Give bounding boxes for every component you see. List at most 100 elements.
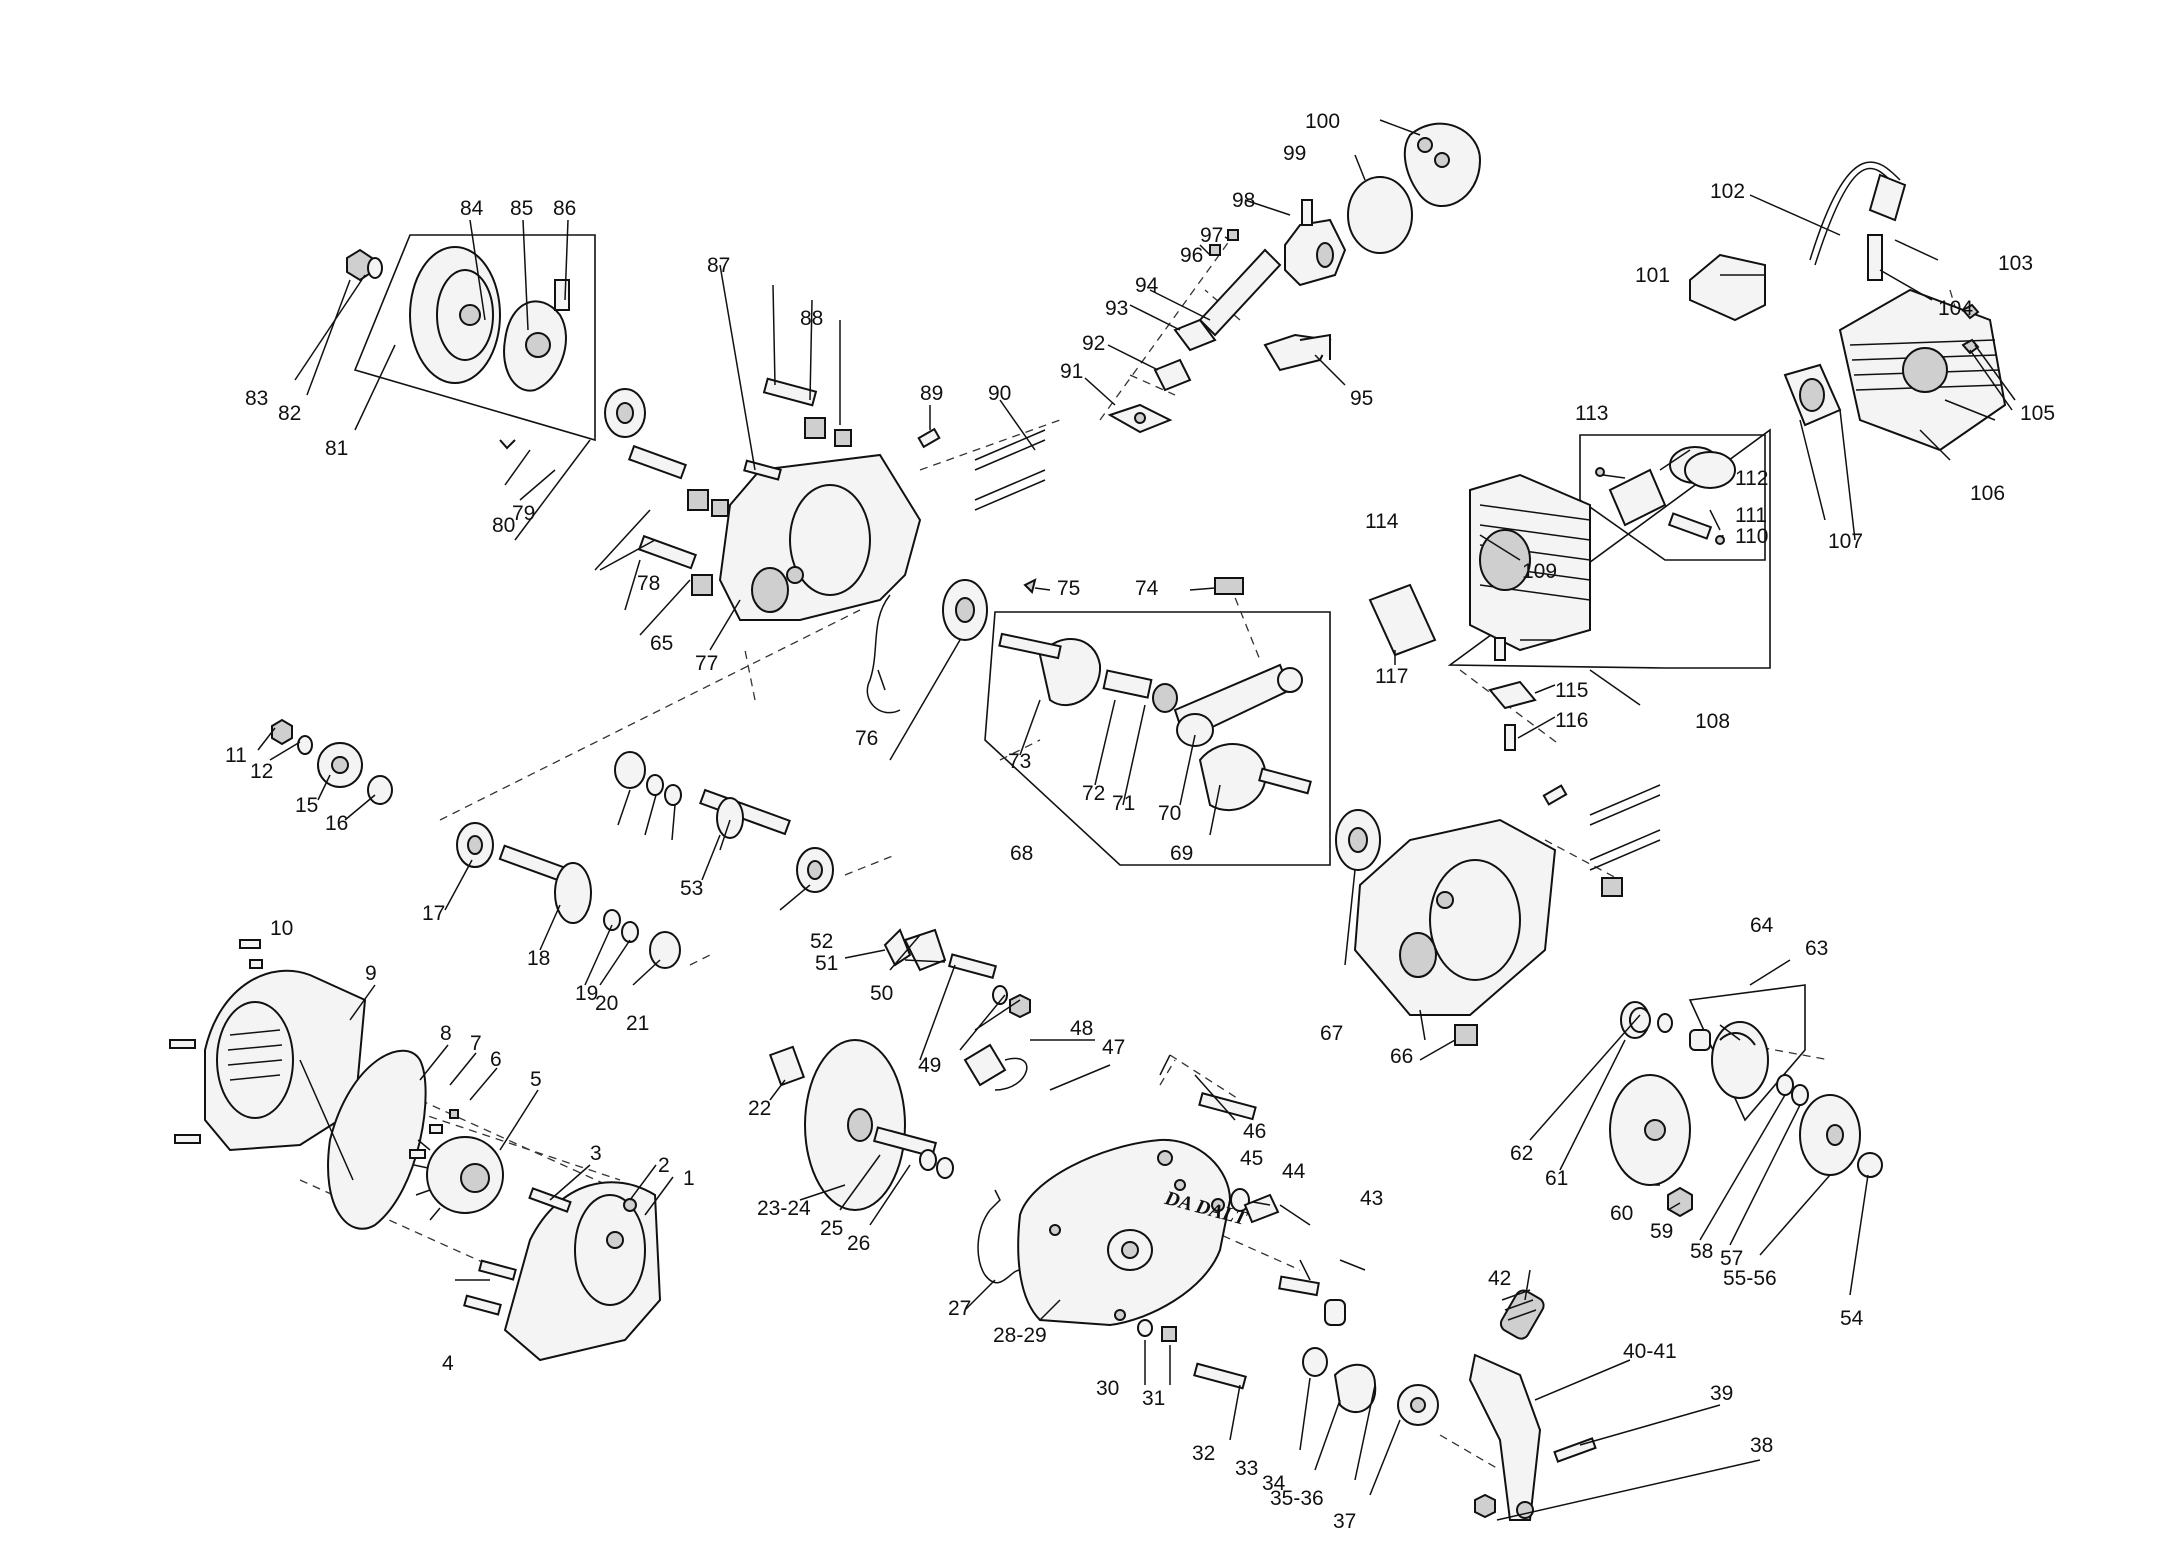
callout-label: 35-36 xyxy=(1270,1487,1324,1510)
callout-label: 27 xyxy=(948,1297,971,1320)
gasket-8 xyxy=(327,1049,427,1230)
callout-label: 28-29 xyxy=(993,1324,1047,1347)
callout-label: 32 xyxy=(1192,1442,1215,1465)
group-box-clutch xyxy=(353,234,596,442)
callout-label: 46 xyxy=(1243,1120,1266,1143)
callout-label: 113 xyxy=(1575,402,1608,425)
callout-label: 77 xyxy=(695,652,718,675)
callout-label: 107 xyxy=(1828,530,1863,553)
callout-label: 71 xyxy=(1112,792,1135,815)
callout-label: 89 xyxy=(920,382,943,405)
callout-label: 72 xyxy=(1082,782,1105,805)
callout-label: 31 xyxy=(1142,1387,1165,1410)
callout-label: 117 xyxy=(1375,665,1408,688)
callout-label: 73 xyxy=(1008,750,1031,773)
callout-label: 4 xyxy=(442,1352,454,1375)
bearing-62-right xyxy=(1629,1007,1651,1033)
callout-label: 87 xyxy=(707,254,730,277)
callout-label: 54 xyxy=(1840,1307,1864,1330)
piston xyxy=(1595,446,1736,545)
callout-label: 100 xyxy=(1305,110,1340,133)
crankcase-left xyxy=(627,377,1046,621)
callout-label: 19 xyxy=(575,982,598,1005)
callout-label: 102 xyxy=(1710,180,1745,203)
callout-label: 66 xyxy=(1390,1045,1413,1068)
leader-lines xyxy=(257,119,2016,1521)
callout-label: 112 xyxy=(1735,467,1768,490)
callout-label: 110 xyxy=(1735,525,1768,548)
callout-label: 84 xyxy=(460,197,484,220)
callout-label: 67 xyxy=(1320,1022,1343,1045)
kickstart-gears xyxy=(883,928,1031,1091)
callout-label: 44 xyxy=(1282,1160,1306,1183)
callout-label: 10 xyxy=(270,917,293,940)
callout-label: 85 xyxy=(510,197,533,220)
callout-label: 33 xyxy=(1235,1457,1258,1480)
callout-label: 3 xyxy=(590,1142,602,1165)
callout-label: 74 xyxy=(1135,577,1159,600)
callout-label: 15 xyxy=(295,794,318,817)
group-box-crankshaft xyxy=(984,611,1331,866)
callout-label: 103 xyxy=(1998,252,2033,275)
callout-label: 97 xyxy=(1200,224,1223,247)
callout-label: 105 xyxy=(2020,402,2055,425)
callout-label: 96 xyxy=(1180,244,1203,267)
callout-label: 115 xyxy=(1555,679,1588,702)
callout-label: 64 xyxy=(1750,914,1774,937)
callout-label: 69 xyxy=(1170,842,1193,865)
callout-label: 81 xyxy=(325,437,348,460)
callout-label: 83 xyxy=(245,387,268,410)
callout-label: 43 xyxy=(1360,1187,1383,1210)
callout-label: 47 xyxy=(1102,1036,1125,1059)
callout-label: 51 xyxy=(815,952,838,975)
callout-label: 98 xyxy=(1232,189,1255,212)
callout-label: 21 xyxy=(626,1012,649,1035)
primary-gear xyxy=(768,1039,954,1211)
callout-label: 78 xyxy=(637,572,660,595)
callout-label: 65 xyxy=(650,632,673,655)
callout-label: 17 xyxy=(422,902,445,925)
callout-label: 30 xyxy=(1096,1377,1119,1400)
group-box-piston xyxy=(1579,434,1766,561)
callout-label: 8 xyxy=(440,1022,452,1045)
callout-label: 55-56 xyxy=(1723,1267,1777,1290)
crankshaft-assembly xyxy=(998,577,1312,811)
callout-label: 34 xyxy=(1262,1472,1286,1495)
callout-label: 11 xyxy=(225,744,247,767)
kickstart-lever xyxy=(1230,1188,1597,1521)
callout-label: 52 xyxy=(810,930,833,953)
callout-label: 16 xyxy=(325,812,348,835)
crankcase-right xyxy=(1353,784,1661,1046)
gearbox-shafts xyxy=(456,751,834,969)
callout-label: 76 xyxy=(855,727,878,750)
callout-label: 39 xyxy=(1710,1382,1733,1405)
callout-label: 59 xyxy=(1650,1220,1673,1243)
callout-label: 9 xyxy=(365,962,377,985)
callout-label: 22 xyxy=(748,1097,771,1120)
callout-label: 62 xyxy=(1510,1142,1533,1165)
callout-label: 82 xyxy=(278,402,301,425)
callout-label: 2 xyxy=(658,1154,670,1177)
gasket-76 xyxy=(866,594,901,714)
cylinder-head xyxy=(1783,288,2007,452)
callout-label: 6 xyxy=(490,1048,502,1071)
callout-label: 70 xyxy=(1158,802,1181,825)
bearing-67-left-inner xyxy=(955,597,975,623)
callout-label: 79 xyxy=(512,502,535,525)
gearbox-cover: DA DALT xyxy=(977,1091,1257,1390)
callout-label: 23-24 xyxy=(757,1197,811,1220)
callout-label: 61 xyxy=(1545,1167,1568,1190)
callout-label: 91 xyxy=(1060,360,1083,383)
ignition-coil xyxy=(1689,161,1907,322)
callout-label: 49 xyxy=(918,1054,941,1077)
callout-label: 104 xyxy=(1938,297,1973,320)
callout-label: 95 xyxy=(1350,387,1373,410)
callout-label: 94 xyxy=(1135,274,1159,297)
callout-label: 45 xyxy=(1240,1147,1263,1170)
callout-label: 63 xyxy=(1805,937,1828,960)
carburettor xyxy=(1284,122,1482,287)
callout-label: 48 xyxy=(1070,1017,1093,1040)
callout-label: 92 xyxy=(1082,332,1105,355)
flywheel-cover xyxy=(169,959,367,1152)
